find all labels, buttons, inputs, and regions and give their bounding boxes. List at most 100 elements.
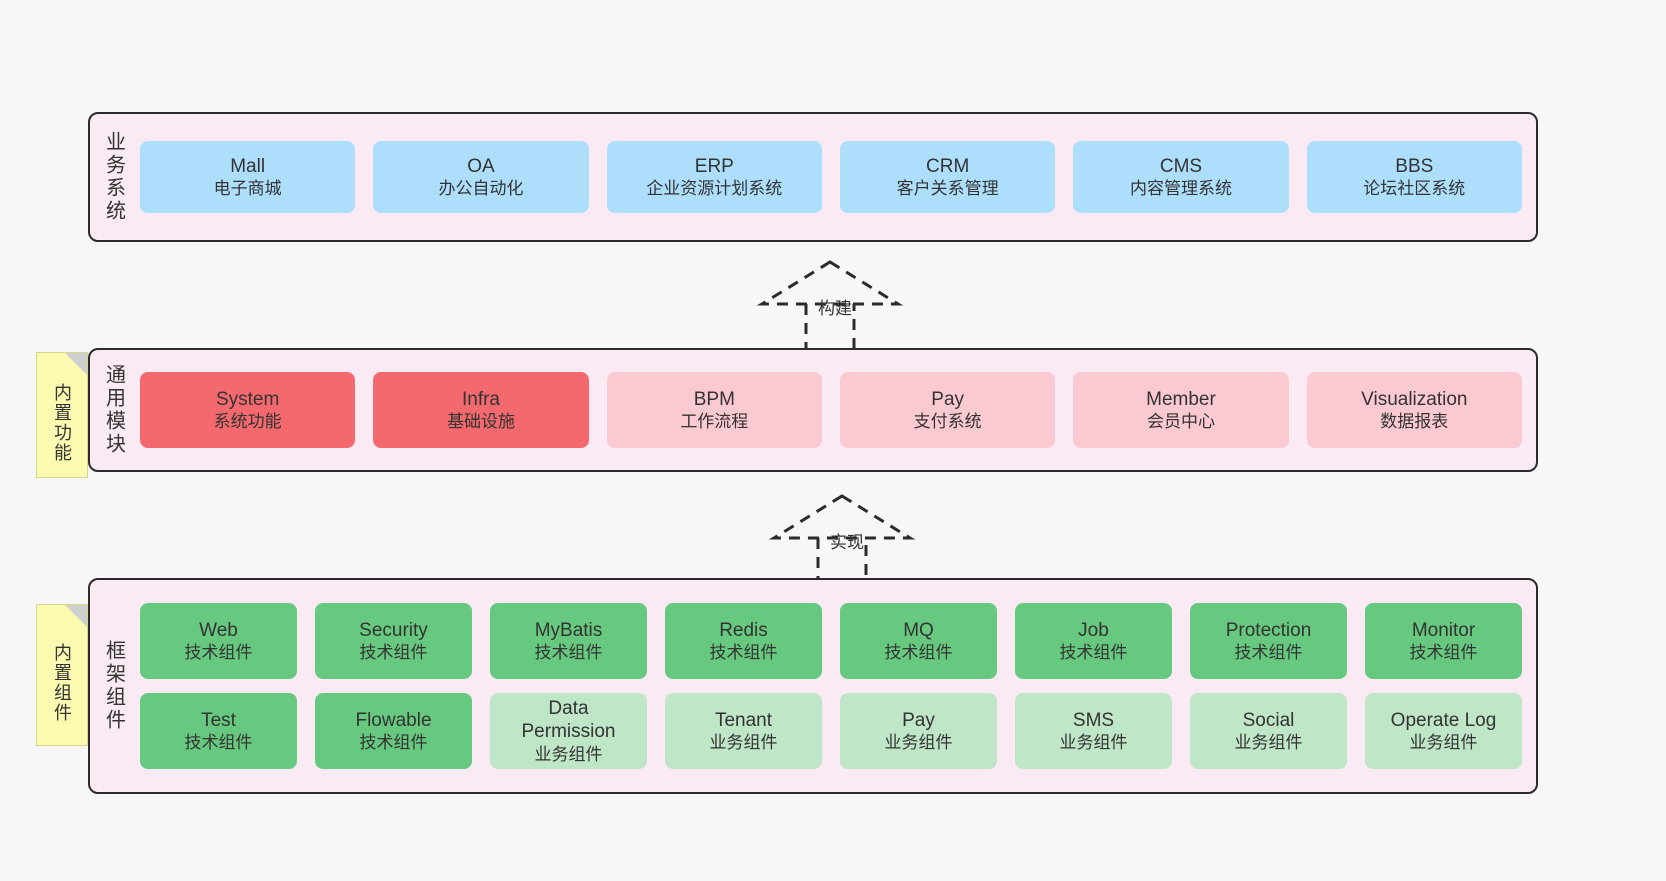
card-title: Test xyxy=(201,709,236,731)
note-fold-icon xyxy=(65,353,87,375)
card-visualization[interactable]: Visualization 数据报表 xyxy=(1306,372,1522,448)
connector-build-label: 构建 xyxy=(818,299,852,318)
card-subtitle: 技术组件 xyxy=(1059,643,1128,663)
card-cms[interactable]: CMS 内容管理系统 xyxy=(1073,141,1289,213)
card-subtitle: 技术组件 xyxy=(359,643,428,663)
card-subtitle: 支付系统 xyxy=(913,412,982,432)
card-title: Visualization xyxy=(1361,388,1468,410)
card-subtitle: 技术组件 xyxy=(359,733,428,753)
card-job[interactable]: Job 技术组件 xyxy=(1015,603,1172,679)
card-redis[interactable]: Redis 技术组件 xyxy=(665,603,822,679)
card-data-permission[interactable]: Data Permission 业务组件 xyxy=(490,693,647,769)
card-title: OA xyxy=(467,155,495,177)
card-subtitle: 系统功能 xyxy=(213,412,282,432)
card-bpm[interactable]: BPM 工作流程 xyxy=(606,372,822,448)
card-title: ERP xyxy=(694,155,734,177)
card-subtitle: 基础设施 xyxy=(446,412,515,432)
card-title: Social xyxy=(1242,709,1295,731)
card-mybatis[interactable]: MyBatis 技术组件 xyxy=(490,603,647,679)
card-row: Mall 电子商城 OA 办公自动化 ERP 企业资源计划系统 CRM 客户关系… xyxy=(140,141,1522,213)
card-subtitle: 业务组件 xyxy=(534,745,603,765)
card-social[interactable]: Social 业务组件 xyxy=(1190,693,1347,769)
card-title: Infra xyxy=(461,388,500,410)
card-title: SMS xyxy=(1072,709,1115,731)
layer-title-framework-components: 框架组件 xyxy=(102,640,125,732)
card-subtitle: 技术组件 xyxy=(1409,643,1478,663)
layer-framework-components: 框架组件 Web 技术组件 Security 技术组件 MyBatis 技术组件… xyxy=(88,578,1538,794)
card-title: Flowable xyxy=(355,709,432,731)
card-subtitle: 会员中心 xyxy=(1146,412,1215,432)
layer-body-business-systems: Mall 电子商城 OA 办公自动化 ERP 企业资源计划系统 CRM 客户关系… xyxy=(136,114,1536,240)
card-subtitle: 业务组件 xyxy=(709,733,778,753)
dashed-hollow-arrow-icon xyxy=(768,494,916,580)
card-subtitle: 工作流程 xyxy=(680,412,749,432)
card-tenant[interactable]: Tenant 业务组件 xyxy=(665,693,822,769)
card-subtitle: 内容管理系统 xyxy=(1129,179,1232,199)
card-bbs[interactable]: BBS 论坛社区系统 xyxy=(1306,141,1522,213)
card-subtitle: 技术组件 xyxy=(184,643,253,663)
card-web[interactable]: Web 技术组件 xyxy=(140,603,297,679)
card-subtitle: 业务组件 xyxy=(884,733,953,753)
card-protection[interactable]: Protection 技术组件 xyxy=(1190,603,1347,679)
card-security[interactable]: Security 技术组件 xyxy=(315,603,472,679)
card-title: Protection xyxy=(1225,619,1312,641)
card-crm[interactable]: CRM 客户关系管理 xyxy=(839,141,1056,213)
card-title: CRM xyxy=(926,155,970,177)
note-builtin-component-label: 内置组件 xyxy=(52,643,72,723)
card-title: Pay xyxy=(902,709,935,731)
card-member[interactable]: Member 会员中心 xyxy=(1073,372,1289,448)
layer-body-framework-components: Web 技术组件 Security 技术组件 MyBatis 技术组件 Redi… xyxy=(136,580,1536,792)
layer-title-common-modules: 通用模块 xyxy=(102,364,125,456)
layer-title-business-systems: 业务系统 xyxy=(102,131,125,223)
card-subtitle: 业务组件 xyxy=(1234,733,1303,753)
card-title: Data Permission xyxy=(521,697,616,743)
card-subtitle: 技术组件 xyxy=(184,733,253,753)
card-subtitle: 企业资源计划系统 xyxy=(646,179,783,199)
card-title: MyBatis xyxy=(534,619,603,641)
card-title: Security xyxy=(359,619,428,641)
card-row: Test 技术组件 Flowable 技术组件 Data Permission … xyxy=(140,693,1522,769)
card-subtitle: 技术组件 xyxy=(1234,643,1303,663)
layer-common-modules: 通用模块 System 系统功能 Infra 基础设施 BPM 工作流程 Pay… xyxy=(88,348,1538,472)
note-builtin-function-label: 内置功能 xyxy=(52,383,72,463)
card-title: CMS xyxy=(1159,155,1203,177)
card-title: Redis xyxy=(719,619,768,641)
note-fold-icon xyxy=(65,605,87,627)
card-title: Tenant xyxy=(714,709,773,731)
card-test[interactable]: Test 技术组件 xyxy=(140,693,297,769)
card-mall[interactable]: Mall 电子商城 xyxy=(140,141,356,213)
card-title: Monitor xyxy=(1411,619,1476,641)
card-title: Job xyxy=(1078,619,1109,641)
card-title: Pay xyxy=(931,388,965,410)
card-system[interactable]: System 系统功能 xyxy=(140,372,356,448)
card-title: Web xyxy=(199,619,238,641)
card-title: MQ xyxy=(903,619,934,641)
card-mq[interactable]: MQ 技术组件 xyxy=(840,603,997,679)
note-builtin-component: 内置组件 xyxy=(36,604,88,746)
card-subtitle: 数据报表 xyxy=(1380,412,1449,432)
card-operate-log[interactable]: Operate Log 业务组件 xyxy=(1365,693,1522,769)
card-erp[interactable]: ERP 企业资源计划系统 xyxy=(606,141,822,213)
card-subtitle: 技术组件 xyxy=(884,643,953,663)
card-oa[interactable]: OA 办公自动化 xyxy=(373,141,589,213)
card-infra[interactable]: Infra 基础设施 xyxy=(373,372,589,448)
card-flowable[interactable]: Flowable 技术组件 xyxy=(315,693,472,769)
card-title: Operate Log xyxy=(1390,709,1497,731)
card-monitor[interactable]: Monitor 技术组件 xyxy=(1365,603,1522,679)
card-subtitle: 电子商城 xyxy=(213,179,282,199)
note-builtin-function: 内置功能 xyxy=(36,352,88,478)
card-subtitle: 业务组件 xyxy=(1409,733,1478,753)
card-subtitle: 客户关系管理 xyxy=(896,179,999,199)
layer-body-common-modules: System 系统功能 Infra 基础设施 BPM 工作流程 Pay 支付系统… xyxy=(136,350,1536,470)
card-pay[interactable]: Pay 支付系统 xyxy=(839,372,1056,448)
card-subtitle: 技术组件 xyxy=(534,643,603,663)
connector-build: 构建 xyxy=(750,258,930,350)
card-title: BPM xyxy=(693,388,735,410)
card-subtitle: 办公自动化 xyxy=(438,179,524,199)
connector-implement-label: 实现 xyxy=(830,533,864,552)
card-pay-business[interactable]: Pay 业务组件 xyxy=(840,693,997,769)
card-sms[interactable]: SMS 业务组件 xyxy=(1015,693,1172,769)
card-row: Web 技术组件 Security 技术组件 MyBatis 技术组件 Redi… xyxy=(140,603,1522,679)
card-row: System 系统功能 Infra 基础设施 BPM 工作流程 Pay 支付系统… xyxy=(140,372,1522,448)
